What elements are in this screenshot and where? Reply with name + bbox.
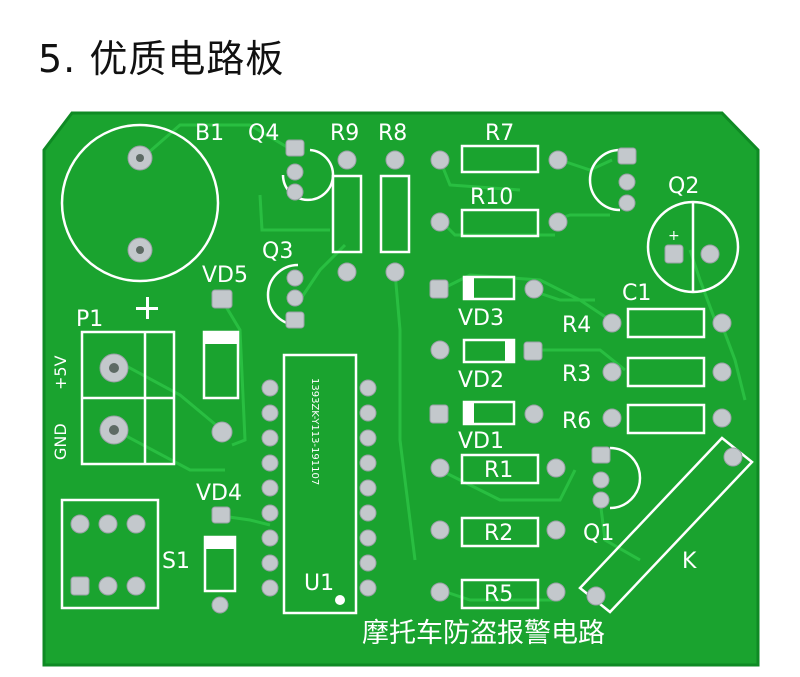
- label-c1: C1: [622, 281, 651, 306]
- label-k: K: [682, 549, 697, 574]
- pad-holes: [109, 154, 144, 435]
- label-r5: R5: [484, 582, 513, 607]
- label-u1: U1: [304, 571, 334, 596]
- label-r9: R9: [330, 121, 359, 146]
- label-r3: R3: [562, 362, 591, 387]
- label-q1: Q1: [583, 521, 614, 546]
- label-r7: R7: [485, 121, 514, 146]
- label-s1: S1: [162, 549, 190, 574]
- label-vd5: VD5: [202, 263, 248, 288]
- label-vd4: VD4: [196, 481, 242, 506]
- label-vd1: VD1: [458, 429, 504, 454]
- label-r10: R10: [470, 185, 513, 210]
- label-vd2: VD2: [458, 368, 504, 393]
- page-title: 5. 优质电路板: [38, 37, 285, 81]
- label-r1: R1: [484, 458, 513, 483]
- chip-marking: 1393ZK-Y113-191107: [309, 378, 320, 485]
- label-b1: B1: [195, 121, 224, 146]
- label-r8: R8: [378, 121, 407, 146]
- silkscreen-fills: [136, 277, 514, 605]
- board-label: 摩托车防盗报警电路: [362, 618, 605, 649]
- label-plus5v: +5V: [51, 355, 70, 390]
- label-r2: R2: [484, 521, 513, 546]
- label-r6: R6: [562, 409, 591, 434]
- label-gnd: GND: [51, 423, 70, 460]
- label-c1-plus: +: [668, 228, 680, 244]
- solder-pads: [70, 139, 743, 614]
- silkscreen-labels: B1 Q4 R9 R8 R7 Q2 R10 Q3 VD5 C1 P1 VD3 V…: [51, 121, 699, 649]
- label-vd3: VD3: [458, 306, 504, 331]
- label-q4: Q4: [248, 121, 279, 146]
- label-q2: Q2: [668, 174, 699, 199]
- label-r4: R4: [562, 313, 591, 338]
- label-q3: Q3: [262, 239, 293, 264]
- label-p1: P1: [76, 307, 103, 332]
